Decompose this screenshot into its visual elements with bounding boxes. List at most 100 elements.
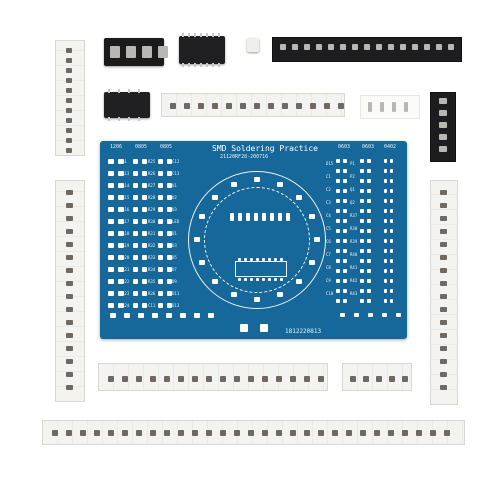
smd-resistor [164, 376, 170, 382]
solder-pad [238, 213, 242, 221]
ic-pin [118, 117, 120, 121]
solder-pad [118, 171, 124, 176]
component-label: C3 [326, 200, 331, 205]
smd-resistor [262, 430, 268, 436]
solder-pad [158, 183, 163, 188]
smd-resistor [430, 430, 436, 436]
smd-resistor [290, 430, 296, 436]
solder-pad [158, 219, 163, 224]
solder-pad [108, 243, 114, 248]
ic-pin [188, 63, 190, 67]
solder-pad [280, 258, 283, 261]
solder-pad [276, 292, 283, 298]
component-label: R24 [122, 303, 130, 308]
component-label: R36 [148, 291, 156, 296]
smd-capacitor [440, 320, 447, 325]
smd-capacitor [66, 268, 73, 273]
solder-pad [336, 229, 340, 233]
smd-resistor [220, 376, 226, 382]
solder-pad [108, 159, 114, 164]
solder-pad [133, 207, 138, 212]
solder-pad [354, 313, 359, 317]
diode-tape-strip [360, 95, 420, 119]
smd-capacitor [66, 333, 73, 338]
solder-pad [208, 313, 214, 318]
solder-pad [367, 179, 371, 183]
solder-pad [343, 189, 347, 193]
solder-pad [158, 291, 163, 296]
smd-resistor [448, 44, 454, 50]
smd-resistor [234, 430, 240, 436]
smd-resistor [220, 430, 226, 436]
smd-resistor [178, 376, 184, 382]
component-label: R16 [122, 207, 130, 212]
smd-resistor [66, 48, 72, 53]
solder-pad [180, 313, 186, 318]
component-label: C13 [172, 171, 180, 176]
solder-pad [276, 181, 283, 187]
sot23-transistor [142, 46, 152, 58]
solder-pad [384, 249, 387, 253]
solder-pad [384, 189, 387, 193]
smd-resistor [350, 376, 356, 382]
component-label: C12 [172, 159, 180, 164]
smd-capacitor [440, 333, 447, 338]
smd-capacitor [66, 242, 73, 247]
solder-pad [118, 303, 124, 308]
smd-capacitor [440, 255, 447, 260]
solder-pad [167, 267, 172, 272]
solder-pad [118, 231, 124, 236]
sop8-chip [104, 92, 150, 118]
solder-pad [108, 291, 114, 296]
smd-resistor [304, 44, 310, 50]
solder-pad [152, 313, 158, 318]
smd-diode [380, 102, 384, 112]
solder-pad [360, 249, 364, 253]
solder-pad [278, 213, 282, 221]
size-label: 0805 [135, 144, 148, 150]
small-chip-white [247, 38, 259, 52]
ic-pin [182, 33, 184, 37]
smd-resistor [374, 430, 380, 436]
solder-pad [142, 279, 147, 284]
solder-pad [360, 169, 364, 173]
solder-pad [384, 179, 387, 183]
solder-pad [158, 207, 163, 212]
component-label: R19 [122, 243, 130, 248]
smd-capacitor [440, 190, 447, 195]
smd-resistor [364, 44, 370, 50]
solder-pad [336, 299, 340, 303]
solder-pad [118, 267, 124, 272]
solder-pad [336, 189, 340, 193]
smd-resistor [66, 430, 72, 436]
component-label: R41 [350, 265, 358, 270]
solder-pad [390, 259, 393, 263]
component-label: R34 [148, 267, 156, 272]
solder-pad [390, 229, 393, 233]
solder-pad [138, 313, 144, 318]
smd-capacitor [66, 255, 73, 260]
ic-pin [194, 63, 196, 67]
solder-pad [367, 249, 371, 253]
sot23-transistor [439, 146, 447, 152]
component-label: C4 [326, 213, 331, 218]
solder-pad [390, 269, 393, 273]
smd-resistor [248, 376, 254, 382]
solder-pad [384, 299, 387, 303]
ic-pin [218, 63, 220, 67]
smd-resistor [192, 430, 198, 436]
solder-pad [118, 195, 124, 200]
component-label: R17 [122, 219, 130, 224]
ic-pin [138, 89, 140, 93]
solder-pad [133, 279, 138, 284]
solder-pad [246, 213, 250, 221]
solder-pad [194, 313, 200, 318]
solder-pad [167, 243, 172, 248]
smd-resistor [66, 148, 72, 153]
component-label: R15 [122, 195, 130, 200]
solder-pad [309, 259, 316, 265]
smd-resistor [324, 103, 330, 109]
component-label: U1 [172, 183, 177, 188]
solder-pad [133, 243, 138, 248]
smd-resistor [388, 430, 394, 436]
